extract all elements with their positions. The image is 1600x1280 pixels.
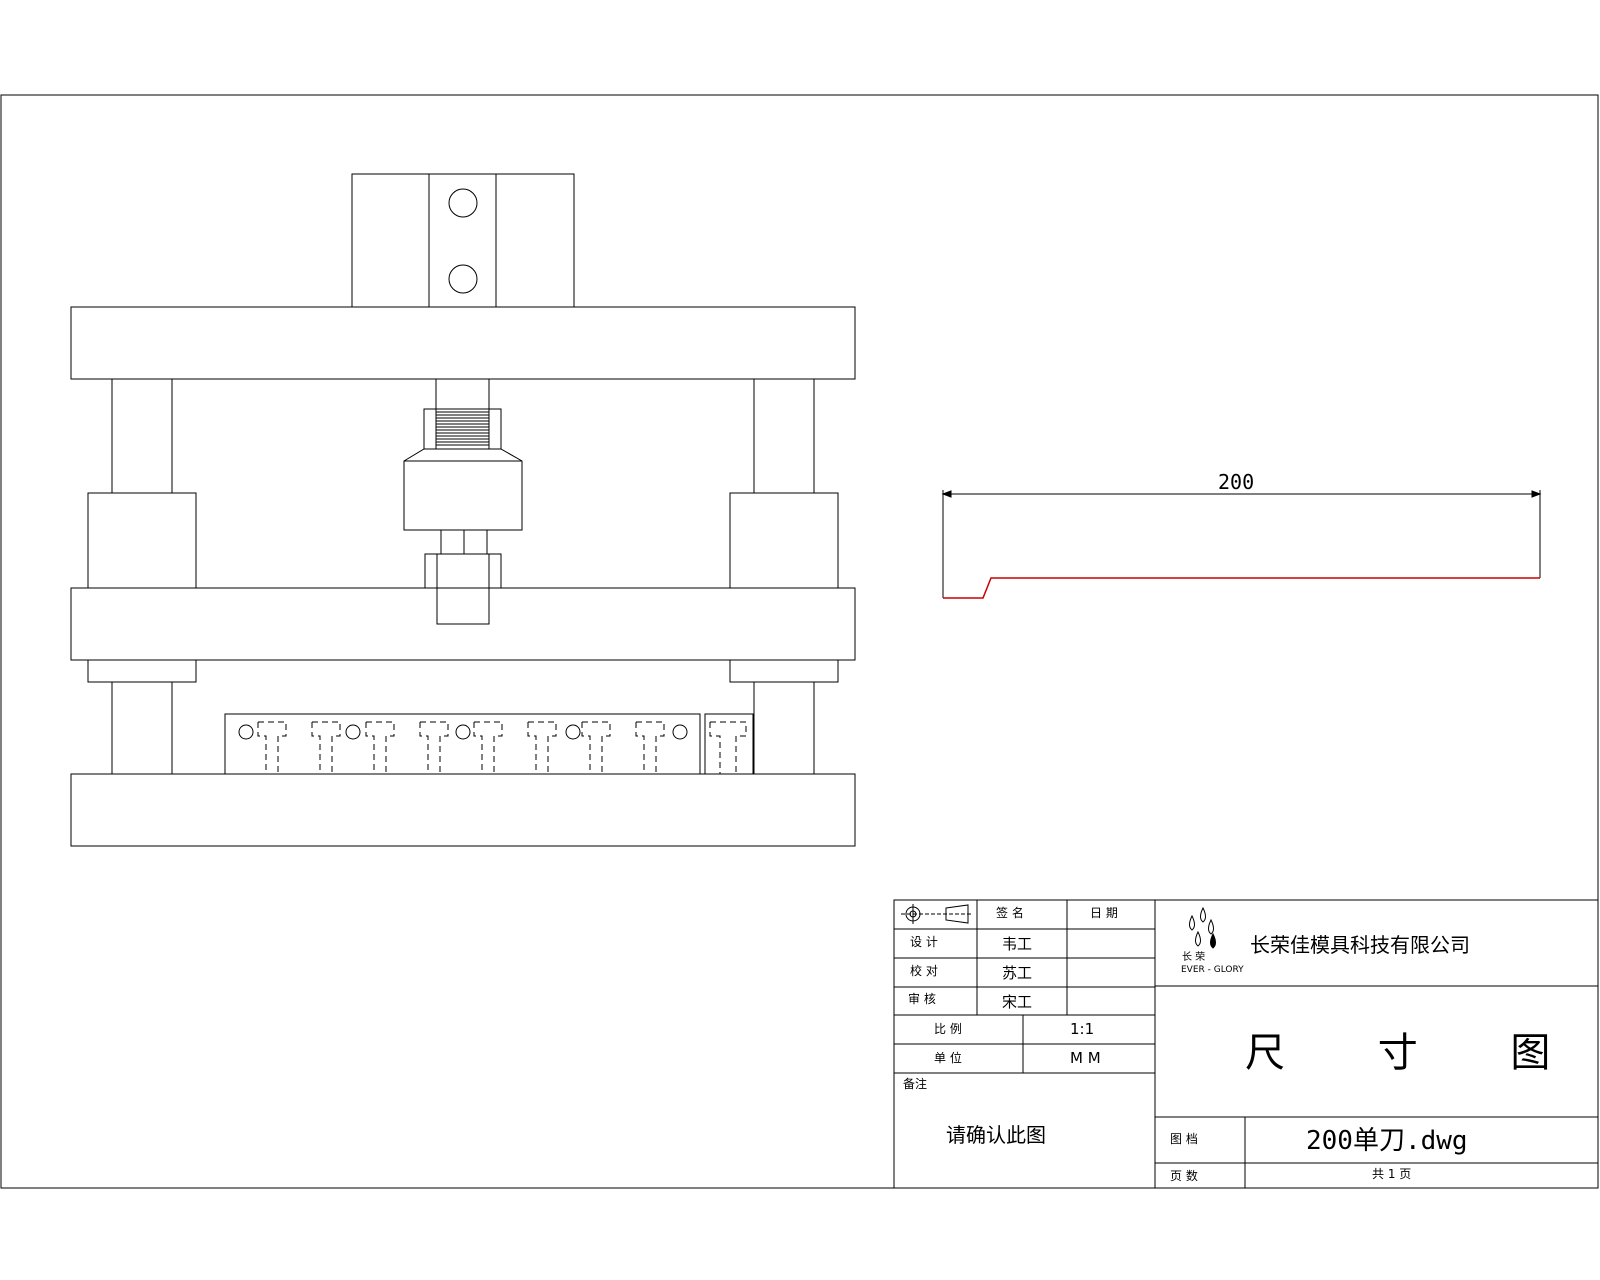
dimension-length-label: 200 xyxy=(1218,470,1255,494)
remarks-text: 请确认此图 xyxy=(946,1123,1046,1147)
blade-edge xyxy=(943,577,1540,599)
file-name: 200单刀.dwg xyxy=(1306,1126,1468,1156)
drawing-title: 尺 寸 图 xyxy=(1245,1030,1591,1076)
company-logo xyxy=(1189,906,1216,949)
role-review: 审 核 xyxy=(908,992,936,1006)
logo-sub: EVER - GLORY xyxy=(1181,965,1244,975)
pages-label: 页 数 xyxy=(1170,1169,1198,1183)
punch-row xyxy=(257,721,747,774)
name-design: 韦工 xyxy=(1002,935,1033,953)
remarks-label: 备注 xyxy=(903,1077,928,1091)
name-review: 宋工 xyxy=(1002,993,1033,1011)
scale-value: 1:1 xyxy=(1070,1020,1095,1038)
header-date: 日 期 xyxy=(1090,906,1118,920)
name-check: 苏工 xyxy=(1002,964,1033,982)
company-name: 长荣佳模具科技有限公司 xyxy=(1250,933,1470,957)
unit-value: M M xyxy=(1070,1049,1101,1067)
pages-value: 共 1 页 xyxy=(1372,1167,1412,1181)
thread-lines xyxy=(435,409,490,449)
header-sign: 签 名 xyxy=(996,906,1024,920)
title-block-grid xyxy=(893,899,1599,1189)
role-check: 校 对 xyxy=(910,964,938,978)
blade-profile-view xyxy=(941,490,1542,599)
scale-label: 比 例 xyxy=(934,1022,962,1036)
role-design: 设 计 xyxy=(910,935,938,949)
unit-label: 单 位 xyxy=(934,1051,962,1065)
file-label: 图 档 xyxy=(1170,1132,1198,1146)
logo-text: 长 荣 xyxy=(1182,952,1206,963)
sheet-border xyxy=(0,94,1599,1189)
die-press-assembly xyxy=(70,173,856,847)
